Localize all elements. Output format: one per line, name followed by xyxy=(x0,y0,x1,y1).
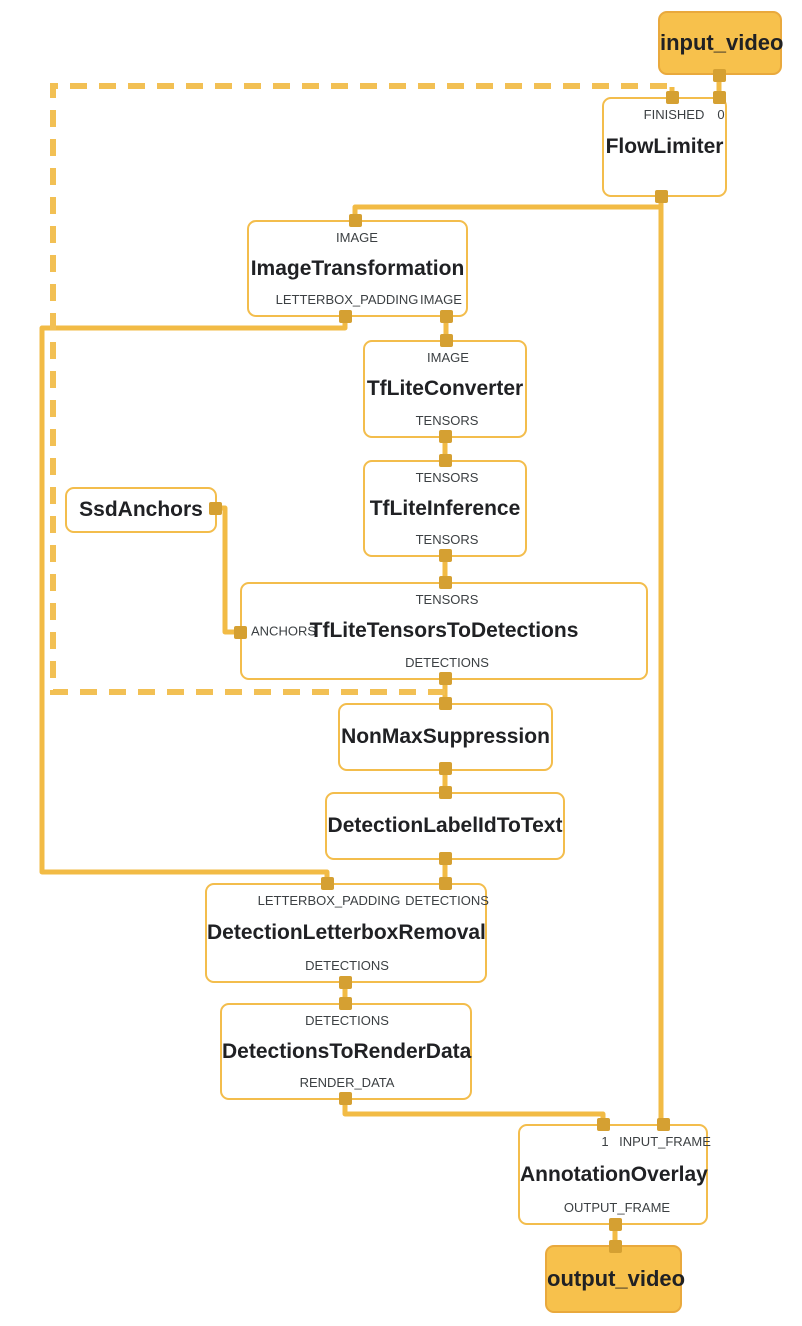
node-input-video[interactable]: input_video xyxy=(658,11,784,75)
flowlimiter-finished-port-label: FINISHED xyxy=(643,107,705,122)
imagetransformation-title: ImageTransformation xyxy=(250,256,465,280)
ssdanchors-title: SsdAnchors xyxy=(79,498,203,521)
port-flowlimiter-finished[interactable] xyxy=(666,91,679,104)
port-renderdata-detections-in[interactable] xyxy=(339,997,352,1010)
letterboxremoval-letterbox-in-label: LETTERBOX_PADDING xyxy=(257,893,401,908)
port-annotationoverlay-outputframe-out[interactable] xyxy=(609,1218,622,1231)
imagetransformation-image-out-label: IMAGE xyxy=(420,292,462,307)
port-tfliteinference-tensors-in[interactable] xyxy=(439,454,452,467)
port-letterboxremoval-detections-out[interactable] xyxy=(339,976,352,989)
node-tflite-tensors-to-detections[interactable]: TENSORS ANCHORS TfLiteTensorsToDetection… xyxy=(240,582,648,680)
tensorstodetections-anchors-in-label: ANCHORS xyxy=(251,623,317,639)
node-non-max-suppression[interactable]: NonMaxSuppression xyxy=(338,703,553,771)
renderdata-detections-in-label: DETECTIONS xyxy=(305,1013,389,1028)
port-tfliteconverter-image-in[interactable] xyxy=(440,334,453,347)
port-letterboxremoval-detections-in[interactable] xyxy=(439,877,452,890)
flowlimiter-0-port-label: 0 xyxy=(717,107,725,122)
port-imagetransformation-image-out[interactable] xyxy=(440,310,453,323)
tensorstodetections-detections-out-label: DETECTIONS xyxy=(405,655,489,670)
port-tfliteinference-tensors-out[interactable] xyxy=(439,549,452,562)
nonmaxsuppression-title: NonMaxSuppression xyxy=(341,725,550,748)
edge-detections-feedback-to-flowlimiter[interactable] xyxy=(50,83,668,695)
node-image-transformation[interactable]: IMAGE ImageTransformation LETTERBOX_PADD… xyxy=(247,220,468,317)
tfliteconverter-image-in-label: IMAGE xyxy=(427,350,469,365)
tfliteinference-tensors-in-label: TENSORS xyxy=(415,470,479,485)
labelidtotext-title: DetectionLabelIdToText xyxy=(327,814,563,837)
letterboxremoval-detections-out-label: DETECTIONS xyxy=(305,958,389,973)
node-tflite-converter[interactable]: IMAGE TfLiteConverter TENSORS xyxy=(363,340,527,438)
renderdata-title: DetectionsToRenderData xyxy=(222,1039,472,1063)
node-detections-to-render-data[interactable]: DETECTIONS DetectionsToRenderData RENDER… xyxy=(220,1003,472,1100)
input-video-label: input_video xyxy=(660,30,784,55)
edge-ssdanchors-to-tensorstodetections[interactable] xyxy=(215,505,238,635)
port-annotationoverlay-1-in[interactable] xyxy=(597,1118,610,1131)
tfliteinference-tensors-out-label: TENSORS xyxy=(415,532,479,547)
port-nonmaxsuppression-in[interactable] xyxy=(439,697,452,710)
tfliteconverter-title: TfLiteConverter xyxy=(366,377,524,400)
letterboxremoval-detections-in-label: DETECTIONS xyxy=(405,893,489,908)
node-output-video[interactable]: output_video xyxy=(545,1245,686,1313)
port-renderdata-out[interactable] xyxy=(339,1092,352,1105)
port-outputvideo-in[interactable] xyxy=(609,1240,622,1253)
letterboxremoval-title: DetectionLetterboxRemoval xyxy=(207,921,486,944)
port-imagetransformation-letterbox-out[interactable] xyxy=(339,310,352,323)
output-video-label: output_video xyxy=(547,1266,686,1291)
port-ssdanchors-out[interactable] xyxy=(209,502,222,515)
port-inputvideo-out[interactable] xyxy=(713,69,726,82)
annotationoverlay-1-in-label: 1 xyxy=(601,1134,609,1149)
port-tensorstodetections-anchors-in[interactable] xyxy=(234,626,247,639)
tensorstodetections-tensors-in-label: TENSORS xyxy=(415,592,479,607)
node-detection-label-id-to-text[interactable]: DetectionLabelIdToText xyxy=(325,792,565,860)
port-letterboxremoval-letterbox-in[interactable] xyxy=(321,877,334,890)
tensorstodetections-title: TfLiteTensorsToDetections xyxy=(309,619,579,642)
node-annotation-overlay[interactable]: 1 INPUT_FRAME AnnotationOverlay OUTPUT_F… xyxy=(518,1124,711,1225)
node-flow-limiter[interactable]: FINISHED 0 FlowLimiter xyxy=(602,97,727,197)
port-tfliteconverter-tensors-out[interactable] xyxy=(439,430,452,443)
flowlimiter-title: FlowLimiter xyxy=(605,135,724,158)
annotationoverlay-outputframe-out-label: OUTPUT_FRAME xyxy=(563,1200,671,1215)
renderdata-out-label: RENDER_DATA xyxy=(299,1075,395,1090)
node-ssd-anchors[interactable]: SsdAnchors xyxy=(65,487,217,533)
port-labelidtotext-out[interactable] xyxy=(439,852,452,865)
node-detection-letterbox-removal[interactable]: LETTERBOX_PADDING DETECTIONS DetectionLe… xyxy=(205,883,489,983)
tfliteconverter-tensors-out-label: TENSORS xyxy=(415,413,479,428)
port-nonmaxsuppression-out[interactable] xyxy=(439,762,452,775)
edge-renderdata-to-annotationoverlay[interactable] xyxy=(342,1098,606,1126)
port-labelidtotext-in[interactable] xyxy=(439,786,452,799)
tfliteinference-title: TfLiteInference xyxy=(369,496,521,520)
annotationoverlay-title: AnnotationOverlay xyxy=(520,1162,708,1186)
port-flowlimiter-out[interactable] xyxy=(655,190,668,203)
imagetransformation-letterbox-out-label: LETTERBOX_PADDING xyxy=(275,292,419,307)
imagetransformation-image-in-label: IMAGE xyxy=(336,230,378,245)
port-annotationoverlay-inputframe-in[interactable] xyxy=(657,1118,670,1131)
port-tensorstodetections-detections-out[interactable] xyxy=(439,672,452,685)
annotationoverlay-inputframe-in-label: INPUT_FRAME xyxy=(619,1134,711,1149)
port-imagetransformation-image-in[interactable] xyxy=(349,214,362,227)
edge-imagetransformation-letterbox-to-letterboxremoval[interactable] xyxy=(39,316,348,886)
node-tflite-inference[interactable]: TENSORS TfLiteInference TENSORS xyxy=(363,460,527,557)
port-flowlimiter-0[interactable] xyxy=(713,91,726,104)
port-tensorstodetections-tensors-in[interactable] xyxy=(439,576,452,589)
